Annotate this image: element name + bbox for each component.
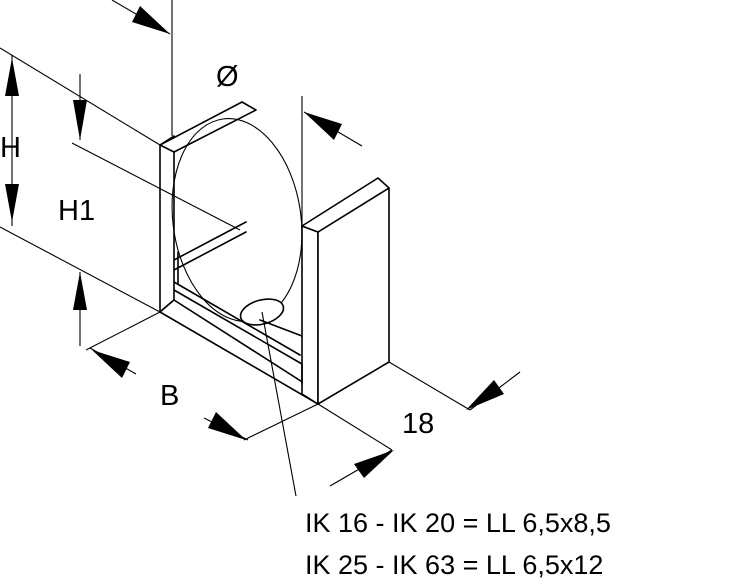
- note-line-2: IK 25 - IK 63 = LL 6,5x12: [305, 550, 603, 580]
- clip-inner-rib: [173, 221, 301, 356]
- dimension-arrows: [5, 0, 521, 487]
- clip-right-top: [301, 177, 390, 233]
- note-line-1: IK 16 - IK 20 = LL 6,5x8,5: [305, 508, 611, 538]
- dia-arrow-right: [304, 112, 342, 140]
- width-label: B: [160, 380, 179, 412]
- diameter-label: Ø: [216, 61, 239, 93]
- h-arrow-bottom: [5, 184, 19, 222]
- h1-arrow-bottom: [73, 272, 87, 310]
- height-inner-label: H1: [58, 195, 95, 227]
- clip-slot-edge: [259, 319, 303, 337]
- clip-inner-floor: [173, 289, 303, 385]
- clip-left-top: [159, 101, 257, 153]
- clip-left-upright: [159, 135, 175, 313]
- b-arrow-right: [208, 412, 246, 440]
- depth-arrow-top: [466, 380, 504, 410]
- clip-right-upright-front: [301, 225, 319, 405]
- depth-arrow-bottom: [354, 450, 394, 478]
- height-total-label: H: [0, 132, 21, 164]
- clip-body: [159, 101, 390, 405]
- b-arrow-left: [92, 350, 130, 378]
- h-arrow-top: [5, 58, 19, 96]
- slot-leader-line: [261, 311, 297, 497]
- h1-arrow-top: [73, 100, 87, 140]
- dia-arrow-left: [132, 6, 170, 34]
- depth-label: 18: [402, 408, 434, 440]
